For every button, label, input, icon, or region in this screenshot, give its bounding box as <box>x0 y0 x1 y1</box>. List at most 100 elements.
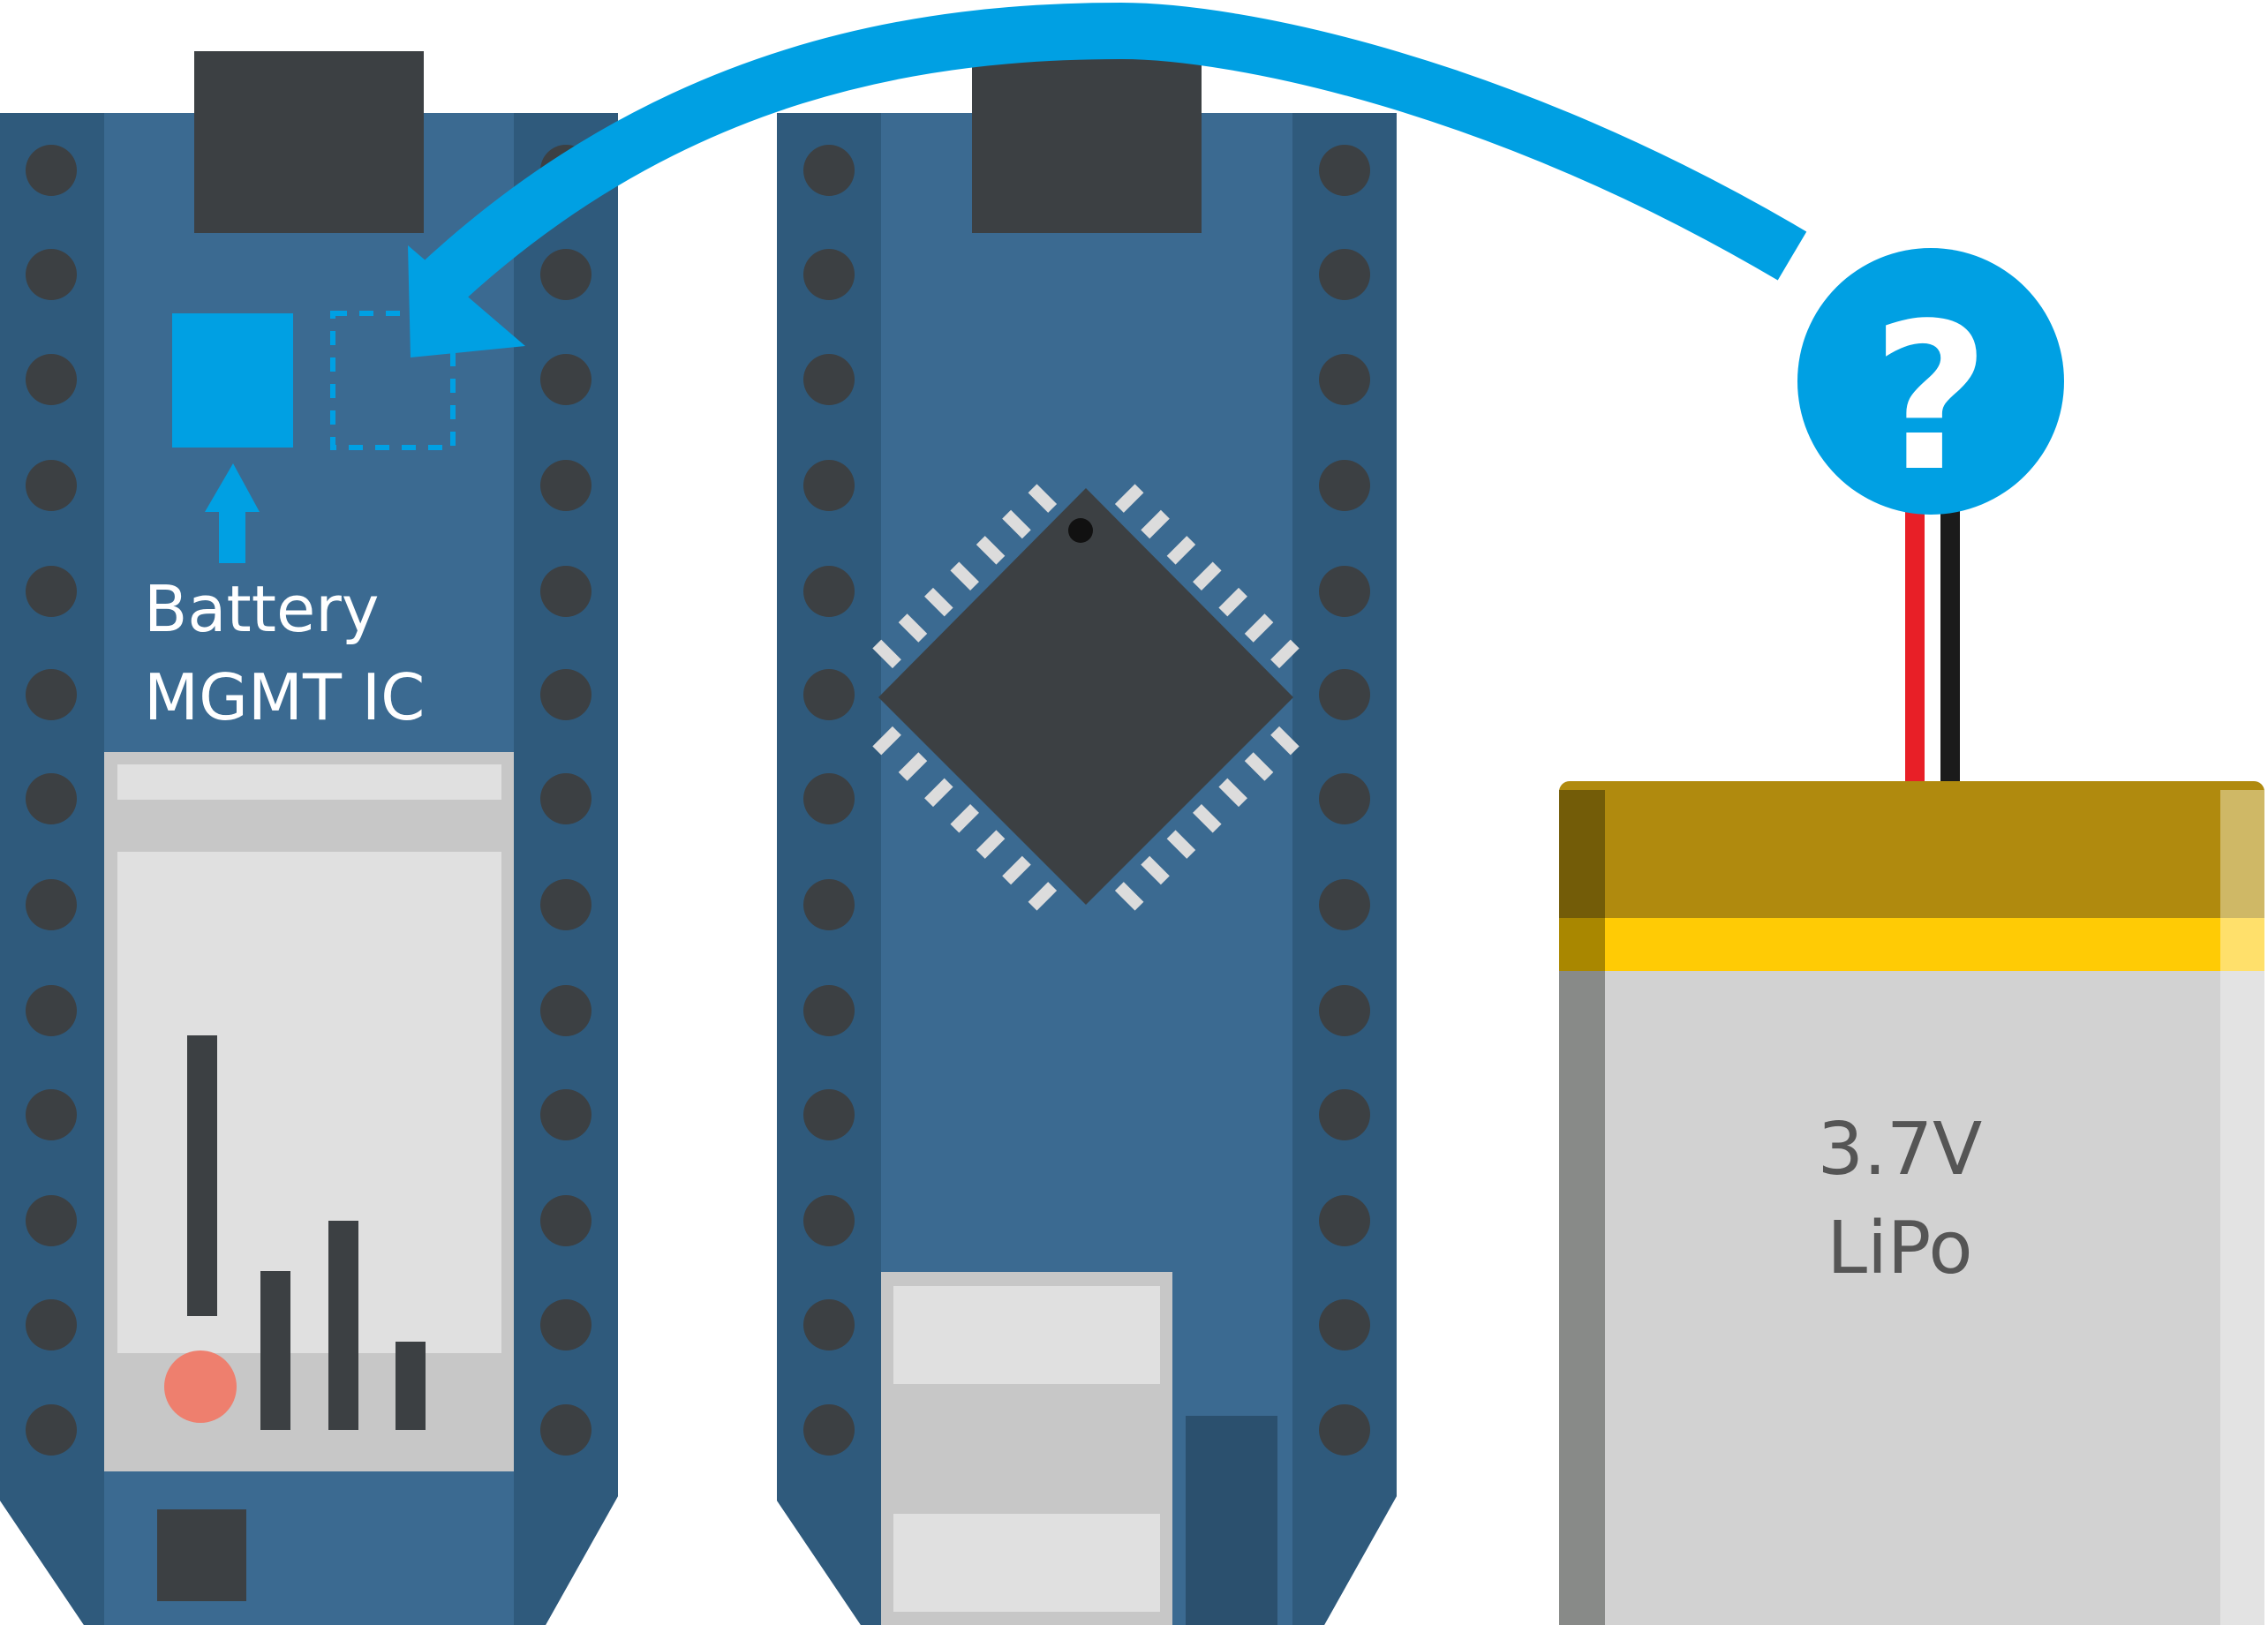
left-board-left-header-pin-12 <box>26 1299 77 1350</box>
microcontroller-pin-11 <box>1193 804 1222 833</box>
battery-top-cap-right-highlight <box>2220 790 2264 918</box>
middle-board-usb-connector <box>972 51 1202 233</box>
left-board-left-header-pin-7 <box>26 773 77 824</box>
battery-mgmt-ic-empty-footprint <box>330 311 456 450</box>
middle-board-left-header-pin-10 <box>803 1089 855 1140</box>
left-board: Battery MGMT IC <box>0 51 618 1625</box>
left-board-right-header-pin-13 <box>540 1404 591 1456</box>
left-board-left-header-pin-8 <box>26 879 77 930</box>
battery-wire-black <box>1940 508 1960 790</box>
middle-board-right-header-pin-2 <box>1319 249 1370 300</box>
left-board-right-header-pin-9 <box>540 985 591 1036</box>
microcontroller-pin-8 <box>1270 726 1300 756</box>
left-board-right-header-pin-8 <box>540 879 591 930</box>
battery-left-shade <box>1559 971 1605 1625</box>
middle-board-pin-headers <box>803 145 1370 1456</box>
left-board-left-header-pin-13 <box>26 1404 77 1456</box>
microcontroller-pin-12 <box>1166 830 1196 859</box>
middle-board-module <box>881 1272 1172 1625</box>
microcontroller-pin-9 <box>1244 752 1274 781</box>
antenna-bar-4 <box>396 1342 426 1430</box>
middle-board-left-header-pin-4 <box>803 460 855 511</box>
middle-board <box>777 51 1397 1625</box>
middle-board-right-header-pin-4 <box>1319 460 1370 511</box>
microcontroller-body <box>878 488 1293 905</box>
microcontroller-pin-22 <box>872 639 901 669</box>
battery-type-label: LiPo <box>1827 1207 1972 1290</box>
left-board-right-header-pin-2 <box>540 249 591 300</box>
left-board-left-header-pin-1 <box>26 145 77 196</box>
question-mark: ? <box>1872 281 1989 516</box>
microcontroller-pin-16 <box>1002 855 1031 885</box>
left-board-right-header-pin-4 <box>540 460 591 511</box>
left-board-left-header-pin-4 <box>26 460 77 511</box>
microcontroller-pin-5 <box>1218 587 1247 617</box>
left-board-right-header-pin-3 <box>540 354 591 405</box>
microcontroller-pin-19 <box>924 778 953 808</box>
left-board-left-header-pin-10 <box>26 1089 77 1140</box>
battery-mgmt-ic-label-line1: Battery <box>144 572 379 646</box>
battery-yellow-band-right <box>2220 918 2264 971</box>
middle-board-pin-strip-right <box>1292 113 1397 1625</box>
microcontroller-pin-4 <box>1193 561 1222 591</box>
curved-arrow <box>408 2 1807 357</box>
middle-board-right-header-pin-9 <box>1319 985 1370 1036</box>
middle-board-left-header-pin-1 <box>803 145 855 196</box>
middle-board-right-header-pin-8 <box>1319 879 1370 930</box>
curved-arrow-shaft <box>413 2 1807 312</box>
microcontroller-pins <box>872 484 1300 911</box>
wireless-module <box>104 752 514 1471</box>
left-board-right-header-pin-6 <box>540 669 591 720</box>
microcontroller-pin-13 <box>1141 855 1170 885</box>
microcontroller-pin1-dot <box>1068 518 1093 543</box>
middle-board-left-header-pin-6 <box>803 669 855 720</box>
ic-pointer-arrow <box>205 463 260 563</box>
left-board-right-header-pin-10 <box>540 1089 591 1140</box>
middle-board-left-header-pin-11 <box>803 1195 855 1246</box>
middle-board-right-header-pin-10 <box>1319 1089 1370 1140</box>
middle-board-left-header-pin-8 <box>803 879 855 930</box>
battery-yellow-band-left <box>1559 918 1605 971</box>
antenna-bar-3 <box>328 1221 358 1430</box>
battery-right-highlight <box>2220 971 2264 1625</box>
left-board-right-header-pin-7 <box>540 773 591 824</box>
microcontroller-pin-26 <box>976 536 1006 565</box>
battery-mgmt-ic-label-line2: MGMT IC <box>144 660 425 734</box>
microcontroller-pin-2 <box>1141 509 1170 539</box>
microcontroller-pin-10 <box>1218 778 1247 808</box>
left-board-left-header-pin-6 <box>26 669 77 720</box>
middle-board-left-header-pin-5 <box>803 566 855 617</box>
microcontroller-pin-14 <box>1114 882 1144 911</box>
microcontroller-pin-28 <box>1028 484 1058 513</box>
middle-board-left-header-pin-9 <box>803 985 855 1036</box>
left-board-left-header-pin-2 <box>26 249 77 300</box>
microcontroller-pin-6 <box>1244 613 1274 643</box>
middle-board-left-header-pin-2 <box>803 249 855 300</box>
middle-board-left-header-pin-13 <box>803 1404 855 1456</box>
middle-board-dark-component <box>1186 1416 1277 1625</box>
antenna-bar-1 <box>187 1035 217 1316</box>
status-led <box>164 1350 237 1423</box>
left-board-pin-strip-left <box>0 113 104 1625</box>
microcontroller-pin-25 <box>950 561 979 591</box>
microcontroller-pin-24 <box>924 587 953 617</box>
middle-board-right-header-pin-3 <box>1319 354 1370 405</box>
battery-wire-red <box>1905 508 1925 790</box>
middle-board-right-header-pin-12 <box>1319 1299 1370 1350</box>
microcontroller-pin-15 <box>1028 882 1058 911</box>
battery-voltage-label: 3.7V <box>1818 1108 1983 1192</box>
left-board-left-header-pin-3 <box>26 354 77 405</box>
battery-mgmt-ic-chip <box>172 313 293 448</box>
middle-board-left-header-pin-7 <box>803 773 855 824</box>
microcontroller-pin-18 <box>950 804 979 833</box>
middle-board-left-header-pin-3 <box>803 354 855 405</box>
microcontroller-pin-17 <box>976 830 1006 859</box>
microcontroller-pin-7 <box>1270 639 1300 669</box>
left-board-pin-strip-right <box>514 113 618 1625</box>
microcontroller-pin-1 <box>1114 484 1144 513</box>
microcontroller-pin-3 <box>1166 536 1196 565</box>
battery-top-cap <box>1559 781 2264 918</box>
battery-yellow-band <box>1559 918 2264 971</box>
lipo-battery: ? 3.7V LiPo <box>1559 248 2264 1625</box>
microcontroller-pin-27 <box>1002 509 1031 539</box>
